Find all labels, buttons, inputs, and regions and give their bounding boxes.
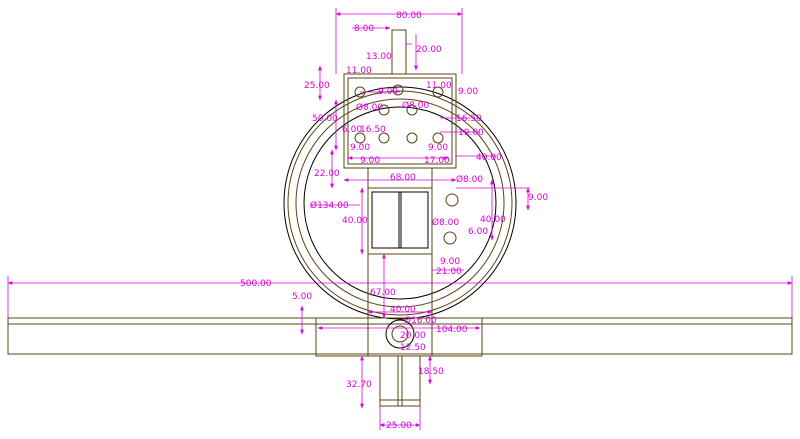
dim-width-68: 68.00 [390, 173, 416, 183]
side-hole [443, 231, 457, 245]
dim-stem-32-70: 32.70 [346, 380, 372, 390]
dim-right-9: 9.00 [528, 193, 548, 203]
dim-l-9: 9.00 [350, 143, 370, 153]
dim-post-offset: 8.00 [354, 24, 374, 34]
dim-base-40: 40.00 [390, 305, 416, 315]
stem [379, 355, 421, 407]
dim-l-16-50: 16.50 [360, 125, 386, 135]
dim-plate-top-offset: 11.00 [346, 66, 372, 76]
dim-r-6: 6.00 [468, 227, 488, 237]
top-plate-inner [347, 77, 453, 165]
dim-hole-d16: Ø16.00 [404, 315, 437, 326]
dim-bar-5: 5.00 [292, 292, 312, 302]
plate-hole [406, 104, 418, 116]
dim-r-16-50: 16.50 [456, 114, 482, 124]
dim-top-width: 80.00 [396, 11, 422, 21]
ring-inner-2 [303, 106, 497, 300]
ring-outer-2 [287, 90, 513, 316]
dim-overall-500: 500.00 [240, 279, 272, 289]
dim-plate-r-top: 11.00 [426, 81, 452, 91]
top-post [391, 29, 407, 75]
dim-ring-dia: Ø134.00 [310, 200, 349, 211]
dim-plate-r-top2: 9.00 [458, 87, 478, 97]
dim-stem-25: 25.00 [386, 421, 412, 431]
dim-r-40: 40.00 [476, 153, 502, 163]
dim-hole-row1: 9.00 [378, 87, 398, 97]
dim-r-9: 9.00 [428, 143, 448, 153]
plate-hole [392, 84, 404, 96]
top-plate [343, 73, 457, 169]
dim-b-17: 17.00 [424, 156, 450, 166]
dim-base-20: 20.00 [400, 331, 426, 341]
dim-post-height: 20.00 [416, 45, 442, 55]
ring-inner [295, 98, 505, 308]
base-hole-inner [391, 325, 409, 343]
plate-hole [354, 132, 366, 144]
dim-left-50: 50.00 [312, 114, 338, 124]
dim-base-104: 104.00 [436, 325, 468, 335]
plate-hole [378, 104, 390, 116]
dimension-lines [7, 8, 793, 430]
dim-l-6: 6.00 [342, 125, 362, 135]
geometry [7, 29, 793, 407]
plate-hole [432, 86, 444, 98]
dim-post-width: 13.00 [366, 52, 392, 62]
dim-r-40-b: 40.00 [480, 215, 506, 225]
dim-base-12-50: 12.50 [400, 343, 426, 353]
base-hole [385, 319, 415, 349]
dim-b-9: 9.00 [360, 156, 380, 166]
dim-base-18-50: 18.50 [418, 367, 444, 377]
middle-block [367, 187, 433, 255]
dim-hole-d8-d: Ø8.00 [432, 217, 459, 228]
dim-left-22: 22.00 [314, 169, 340, 179]
dim-h-67: 67.00 [370, 288, 396, 298]
dim-left-25: 25.00 [304, 81, 330, 91]
middle-window [371, 191, 429, 249]
dim-hole-d8-c: Ø8.00 [456, 174, 483, 185]
dim-r-19: 19.00 [458, 128, 484, 138]
dim-r-9-b: 9.00 [440, 257, 460, 267]
ring-outer [283, 86, 517, 320]
dimension-labels: 80.00 8.00 20.00 13.00 11.00 25.00 9.00 … [240, 11, 548, 431]
dim-hole-d8-b: Ø8.00 [402, 100, 429, 111]
plate-hole [378, 132, 390, 144]
plate-hole [406, 132, 418, 144]
side-hole [445, 193, 459, 207]
plate-hole [432, 132, 444, 144]
dim-r-21: 21.00 [436, 267, 462, 277]
dim-block-40: 40.00 [342, 216, 368, 226]
dim-hole-d8-a: Ø8.00 [356, 102, 383, 113]
